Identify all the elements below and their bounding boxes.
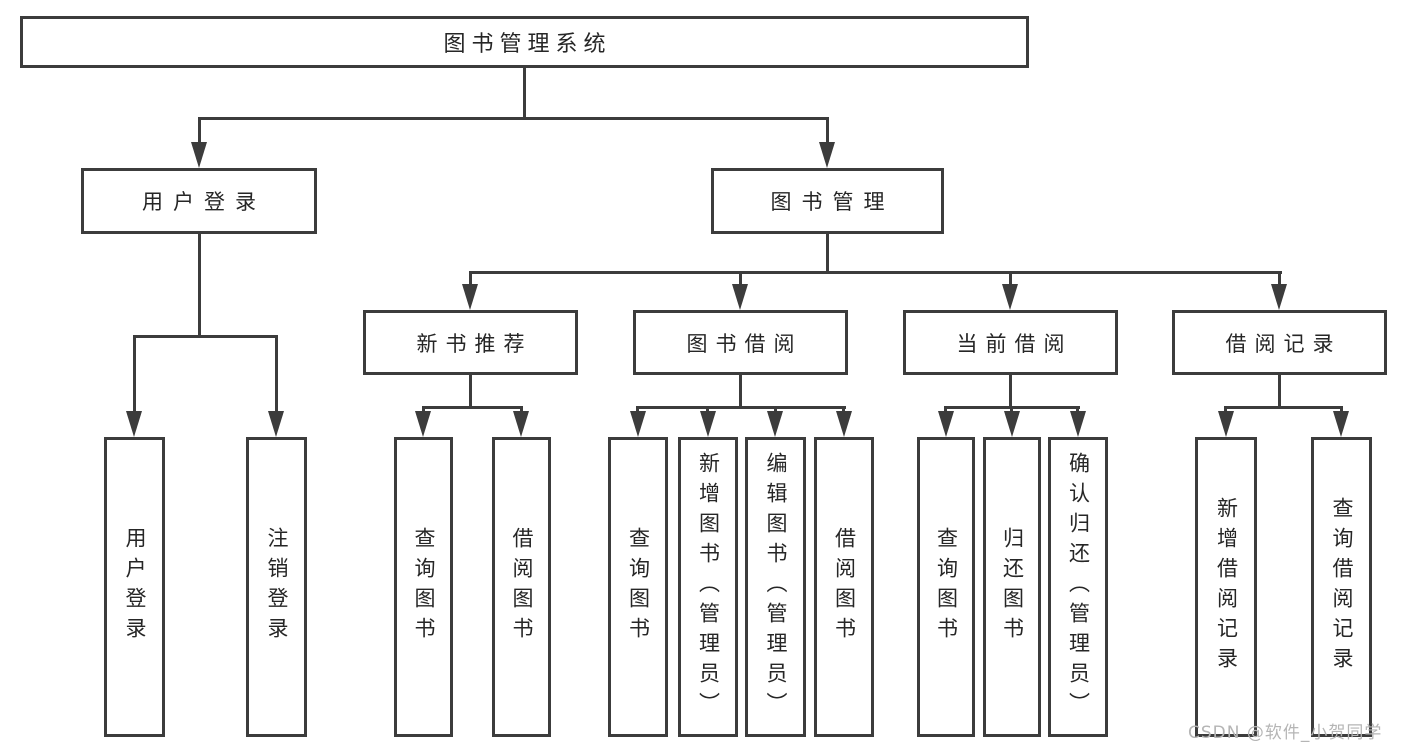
connector-drop-current-borrow	[1009, 271, 1012, 285]
leaf-query-books-borrow-label: 查询图书	[626, 527, 651, 647]
node-new-book-recommend-label: 新书推荐	[416, 331, 533, 356]
connector-new-book-stem	[469, 375, 472, 406]
connector-drop	[1076, 406, 1079, 412]
connector-drop	[422, 406, 425, 412]
leaf-edit-books-admin-label: 编辑图书（管理员）	[764, 452, 788, 722]
leaf-query-books-current: 查询图书	[917, 437, 975, 737]
leaf-logout: 注销登录	[246, 437, 307, 737]
arrowhead-down-icon	[1218, 411, 1234, 437]
arrowhead-down-icon	[819, 142, 835, 168]
connector-drop	[1010, 406, 1013, 412]
arrowhead-down-icon	[513, 411, 529, 437]
connector-drop-book-borrow	[739, 271, 742, 285]
arrowhead-down-icon	[1002, 284, 1018, 310]
connector-book-borrow-bar	[636, 406, 846, 409]
leaf-query-borrow-record-label: 查询借阅记录	[1330, 497, 1354, 677]
node-book-management-system: 图书管理系统	[20, 16, 1029, 68]
connector-book-management-stem	[826, 234, 829, 271]
arrowhead-down-icon	[1333, 411, 1349, 437]
connector-user-login-stem	[198, 234, 201, 335]
connector-drop	[842, 406, 845, 412]
leaf-return-books-label: 归还图书	[1000, 527, 1025, 647]
node-book-management-label: 图书管理	[770, 190, 895, 214]
leaf-borrow-books: 借阅图书	[814, 437, 874, 737]
connector-drop-leaf-logout	[275, 335, 278, 412]
leaf-user-login-label: 用户登录	[123, 527, 147, 647]
node-user-login-label: 用户登录	[142, 190, 266, 214]
node-user-login: 用户登录	[81, 168, 317, 234]
node-book-borrow: 图书借阅	[633, 310, 848, 375]
connector-root-bar	[198, 117, 829, 120]
leaf-query-books-recommend-label: 查询图书	[412, 527, 436, 647]
connector-user-login-bar	[133, 335, 278, 338]
leaf-borrow-books-label: 借阅图书	[832, 527, 857, 647]
connector-drop	[944, 406, 947, 412]
arrowhead-down-icon	[1004, 411, 1020, 437]
arrowhead-down-icon	[268, 411, 284, 437]
connector-drop-borrow-records	[1278, 271, 1281, 285]
connector-drop	[774, 406, 777, 412]
leaf-confirm-return-admin-label: 确认归还（管理员）	[1066, 452, 1091, 722]
leaf-query-books-current-label: 查询图书	[934, 527, 959, 647]
node-borrow-records: 借阅记录	[1172, 310, 1387, 375]
connector-drop	[520, 406, 523, 412]
connector-borrow-records-bar	[1224, 406, 1343, 409]
connector-drop	[636, 406, 639, 412]
leaf-query-books-recommend: 查询图书	[394, 437, 453, 737]
node-new-book-recommend: 新书推荐	[363, 310, 578, 375]
connector-drop	[1224, 406, 1227, 412]
watermark: CSDN @软件_小贺同学	[1188, 723, 1383, 743]
arrowhead-down-icon	[191, 142, 207, 168]
arrowhead-down-icon	[700, 411, 716, 437]
node-current-borrow: 当前借阅	[903, 310, 1118, 375]
leaf-logout-label: 注销登录	[265, 527, 289, 647]
arrowhead-down-icon	[732, 284, 748, 310]
node-borrow-records-label: 借阅记录	[1225, 331, 1342, 356]
leaf-borrow-books-recommend-label: 借阅图书	[510, 527, 534, 647]
leaf-query-books-borrow: 查询图书	[608, 437, 668, 737]
node-book-management: 图书管理	[711, 168, 944, 234]
leaf-add-books-admin-label: 新增图书（管理员）	[696, 452, 721, 722]
connector-root-stem	[523, 68, 526, 117]
arrowhead-down-icon	[630, 411, 646, 437]
connector-borrow-records-stem	[1278, 375, 1281, 406]
leaf-add-borrow-record: 新增借阅记录	[1195, 437, 1257, 737]
connector-drop-new-book	[469, 271, 472, 285]
node-book-management-system-label: 图书管理系统	[443, 32, 612, 57]
leaf-add-borrow-record-label: 新增借阅记录	[1214, 497, 1239, 677]
node-book-borrow-label: 图书借阅	[686, 331, 803, 356]
leaf-user-login: 用户登录	[104, 437, 165, 737]
arrowhead-down-icon	[1070, 411, 1086, 437]
connector-drop-user-login	[198, 117, 201, 143]
connector-drop	[706, 406, 709, 412]
connector-current-borrow-stem	[1009, 375, 1012, 406]
leaf-edit-books-admin: 编辑图书（管理员）	[745, 437, 806, 737]
connector-new-book-bar	[422, 406, 523, 409]
leaf-return-books: 归还图书	[983, 437, 1041, 737]
arrowhead-down-icon	[126, 411, 142, 437]
arrowhead-down-icon	[938, 411, 954, 437]
connector-book-borrow-stem	[739, 375, 742, 406]
arrowhead-down-icon	[767, 411, 783, 437]
leaf-query-borrow-record: 查询借阅记录	[1311, 437, 1372, 737]
node-current-borrow-label: 当前借阅	[956, 331, 1073, 356]
connector-drop-book-management	[826, 117, 829, 143]
connector-drop	[1340, 406, 1343, 412]
connector-book-management-bar	[469, 271, 1282, 274]
connector-drop-leaf-user-login	[133, 335, 136, 412]
leaf-add-books-admin: 新增图书（管理员）	[678, 437, 738, 737]
arrowhead-down-icon	[415, 411, 431, 437]
leaf-confirm-return-admin: 确认归还（管理员）	[1048, 437, 1108, 737]
arrowhead-down-icon	[1271, 284, 1287, 310]
arrowhead-down-icon	[836, 411, 852, 437]
leaf-borrow-books-recommend: 借阅图书	[492, 437, 551, 737]
arrowhead-down-icon	[462, 284, 478, 310]
